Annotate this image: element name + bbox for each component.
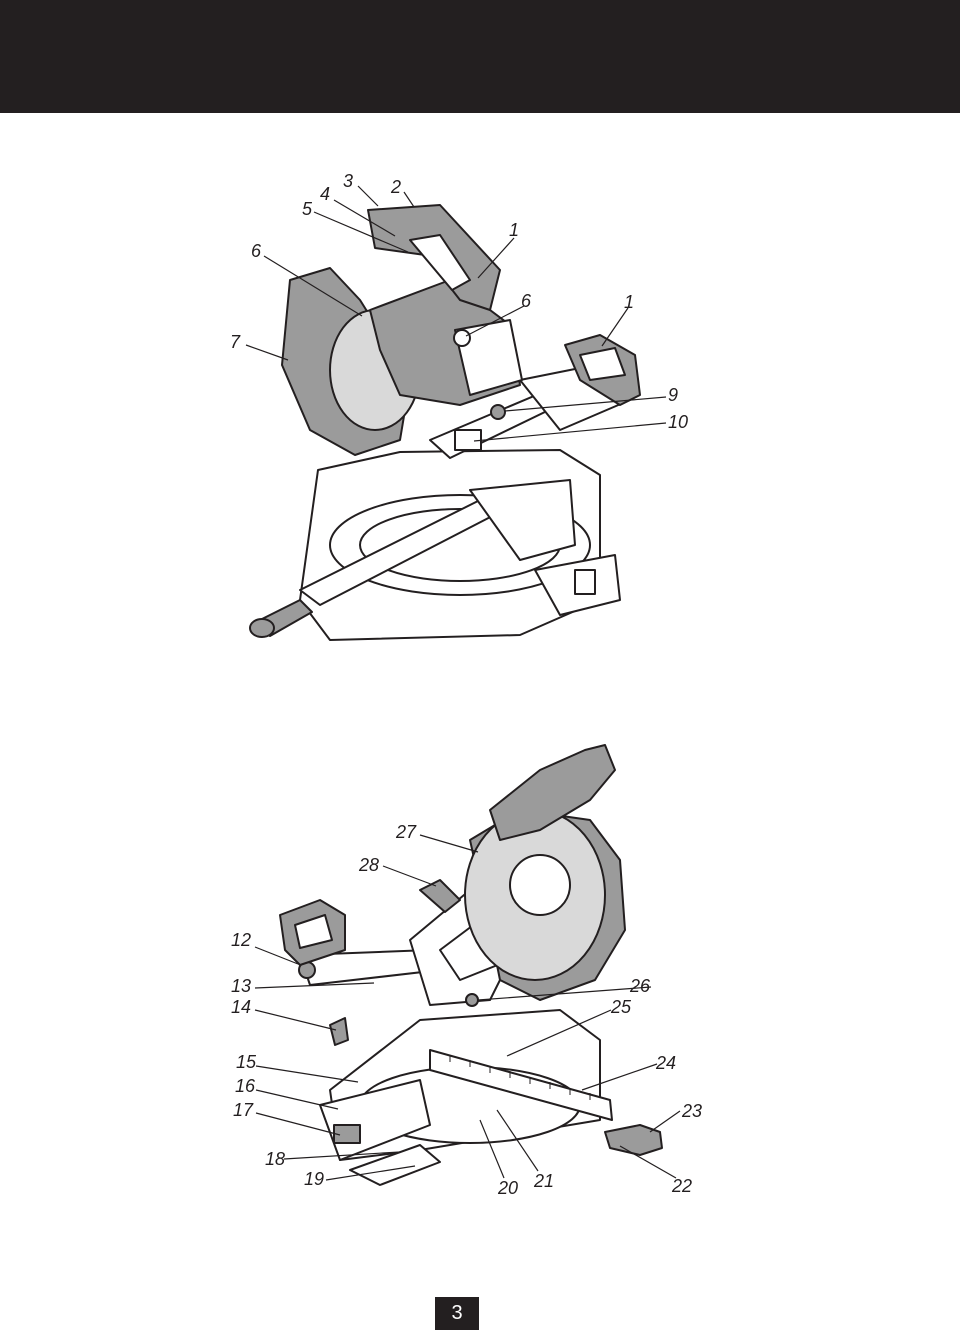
callout-7: 7: [230, 332, 241, 352]
callout-6-motor: 6: [521, 291, 532, 311]
callout-4: 4: [320, 184, 331, 204]
callout-20: 20: [498, 1178, 519, 1198]
saw-illustration-top: 1 2 3 4 5 6 6 7 1 9 10: [230, 171, 689, 641]
callout-6: 6: [251, 241, 262, 261]
callout-14: 14: [231, 997, 252, 1017]
callout-26: 26: [630, 976, 651, 996]
callout-19: 19: [304, 1169, 325, 1189]
callout-12: 12: [231, 930, 252, 950]
callout-17: 17: [233, 1100, 254, 1120]
callout-10: 10: [668, 412, 689, 432]
callout-22: 22: [672, 1176, 693, 1196]
callout-21: 21: [534, 1171, 555, 1191]
callout-24: 24: [656, 1053, 677, 1073]
callout-18: 18: [265, 1149, 286, 1169]
callout-16: 16: [235, 1076, 256, 1096]
saw-illustration-bottom: 27 28 12 13 14 26 25 15 16 17 24 23 18 1…: [0, 700, 960, 1220]
saw-drawing-bottom: [254, 744, 681, 1186]
callout-1-rear-handle: 1: [624, 292, 635, 312]
callout-9: 9: [668, 385, 679, 405]
callout-27: 27: [396, 822, 417, 842]
callout-2: 2: [391, 177, 402, 197]
header-bar: [0, 0, 960, 113]
callout-5: 5: [302, 199, 313, 219]
callout-23: 23: [682, 1101, 703, 1121]
callout-15: 15: [236, 1052, 257, 1072]
page-number: 3: [435, 1297, 479, 1330]
callout-13: 13: [231, 976, 252, 996]
callout-1: 1: [509, 220, 520, 240]
saw-drawing-top: [245, 185, 667, 641]
callout-28: 28: [359, 855, 380, 875]
callout-25: 25: [611, 997, 632, 1017]
callout-3: 3: [343, 171, 354, 191]
